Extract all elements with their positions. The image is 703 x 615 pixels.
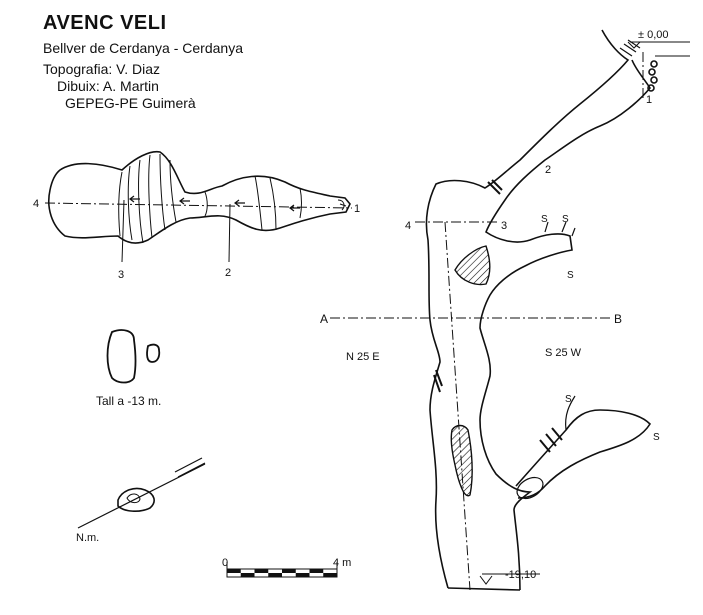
stone-mark: S: [565, 394, 572, 405]
cross-section-caption: Tall a -13 m.: [96, 394, 161, 408]
scale-bar-segment: [254, 569, 269, 573]
plan-station-4: 4: [33, 198, 39, 210]
plan-outline: [48, 150, 351, 244]
plan-station-2: 2: [225, 267, 231, 279]
drawing-credit: Dibuix: A. Martin: [57, 78, 159, 94]
profile-station-2: 2: [545, 164, 551, 176]
profile-left-wall: [425, 29, 630, 589]
scale-bar-segment: [282, 569, 296, 573]
profile-right-wall: [479, 59, 651, 591]
profile-survey-lines: [330, 52, 644, 591]
scale-bar-segment: [295, 573, 310, 577]
survey-title: AVENC VELI: [43, 12, 167, 34]
location-sketch: [77, 457, 206, 529]
bearing-right: S 25 W: [545, 347, 582, 359]
stone-mark: S: [653, 432, 660, 443]
stone-mark: S: [562, 214, 569, 225]
location-text: Bellver de Cerdanya - Cerdanya: [43, 40, 243, 56]
bottom-depth: -19,10: [505, 569, 536, 581]
scale-end-label: 4 m: [333, 557, 351, 569]
plan-station-1: 1: [354, 203, 360, 215]
scale-bar-segment: [323, 573, 337, 577]
section-line-b: B: [614, 312, 622, 326]
section-line-a: A: [320, 312, 328, 326]
bearing-left: N 25 E: [346, 351, 380, 363]
profile-station-4: 4: [405, 220, 411, 232]
scale-start-label: 0: [222, 557, 228, 569]
profile-view: [425, 29, 690, 591]
scale-bar-segment: [268, 573, 282, 577]
scale-bar-segment: [309, 569, 324, 573]
cross-section-shape-large: [106, 329, 137, 384]
cross-section: [106, 329, 161, 384]
plan-view: [44, 150, 353, 263]
scale-bar: [226, 562, 338, 578]
scale-bar-segment: [240, 573, 255, 577]
stone-mark: S: [567, 270, 574, 281]
stone-mark: S: [541, 214, 548, 225]
rock-mass-upper: [454, 245, 491, 286]
entrance-depth: ± 0,00: [638, 29, 669, 41]
topography-credit: Topografia: V. Diaz: [43, 61, 160, 77]
profile-station-1: 1: [646, 94, 652, 106]
profile-station-3: 3: [501, 220, 507, 232]
cross-section-shape-small: [146, 343, 161, 363]
club-credit: GEPEG-PE Guimerà: [65, 95, 196, 111]
scale-bar-segment: [227, 569, 241, 573]
north-label: N.m.: [76, 532, 99, 544]
plan-station-3: 3: [118, 269, 124, 281]
